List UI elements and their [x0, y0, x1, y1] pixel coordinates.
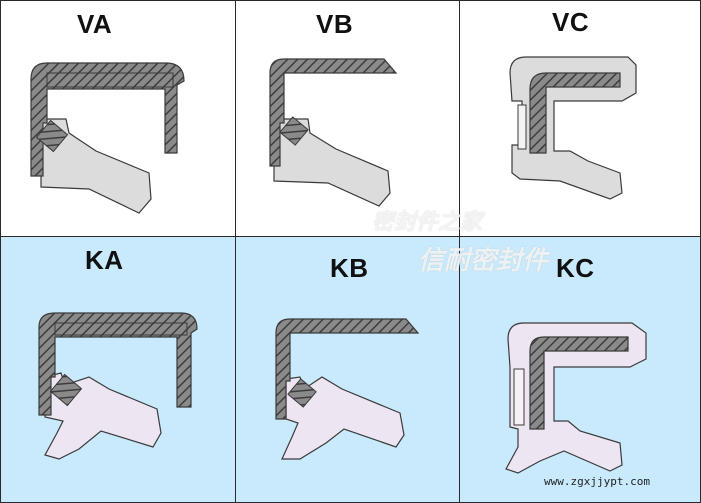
cell-kb: KB	[235, 236, 460, 503]
kc-inner-rib	[513, 368, 525, 426]
seal-label-kc: KC	[556, 253, 595, 283]
vc-inner-rib	[517, 104, 527, 150]
va-spring-block	[35, 119, 69, 153]
seal-label-kb: KB	[330, 253, 369, 283]
cell-va: VA	[0, 0, 236, 237]
kc-metal-insert	[529, 336, 629, 430]
seal-kb-diagram	[275, 318, 420, 460]
cell-vb: VB	[235, 0, 460, 237]
seal-ka-diagram	[38, 312, 198, 460]
cell-ka: KA	[0, 236, 236, 503]
ka-spring-block	[49, 373, 83, 407]
kb-spring-block	[287, 378, 317, 408]
cell-kc: KC www.zgxjjypt.com	[459, 236, 701, 503]
kb-metal-case	[275, 318, 420, 420]
seal-label-vc: VC	[552, 7, 590, 37]
seal-label-vb: VB	[316, 9, 354, 39]
seal-va-diagram	[30, 62, 185, 214]
kb-rubber-lip	[281, 376, 405, 460]
seal-kc-diagram	[505, 322, 647, 474]
vc-metal-insert	[529, 72, 621, 154]
cell-vc: VC	[459, 0, 701, 237]
va-rubber-lip	[40, 118, 152, 214]
va-inner-stiffener	[46, 72, 174, 88]
seal-vb-diagram	[269, 58, 398, 207]
ka-inner-stiffener	[54, 322, 188, 336]
vb-rubber-lip	[273, 118, 391, 207]
footer-url: www.zgxjjypt.com	[544, 475, 650, 488]
vb-spring-block	[279, 116, 309, 146]
seal-vc-diagram	[509, 56, 637, 200]
seal-label-ka: KA	[85, 245, 124, 275]
seal-label-va: VA	[77, 9, 113, 39]
vb-metal-case	[269, 58, 398, 167]
